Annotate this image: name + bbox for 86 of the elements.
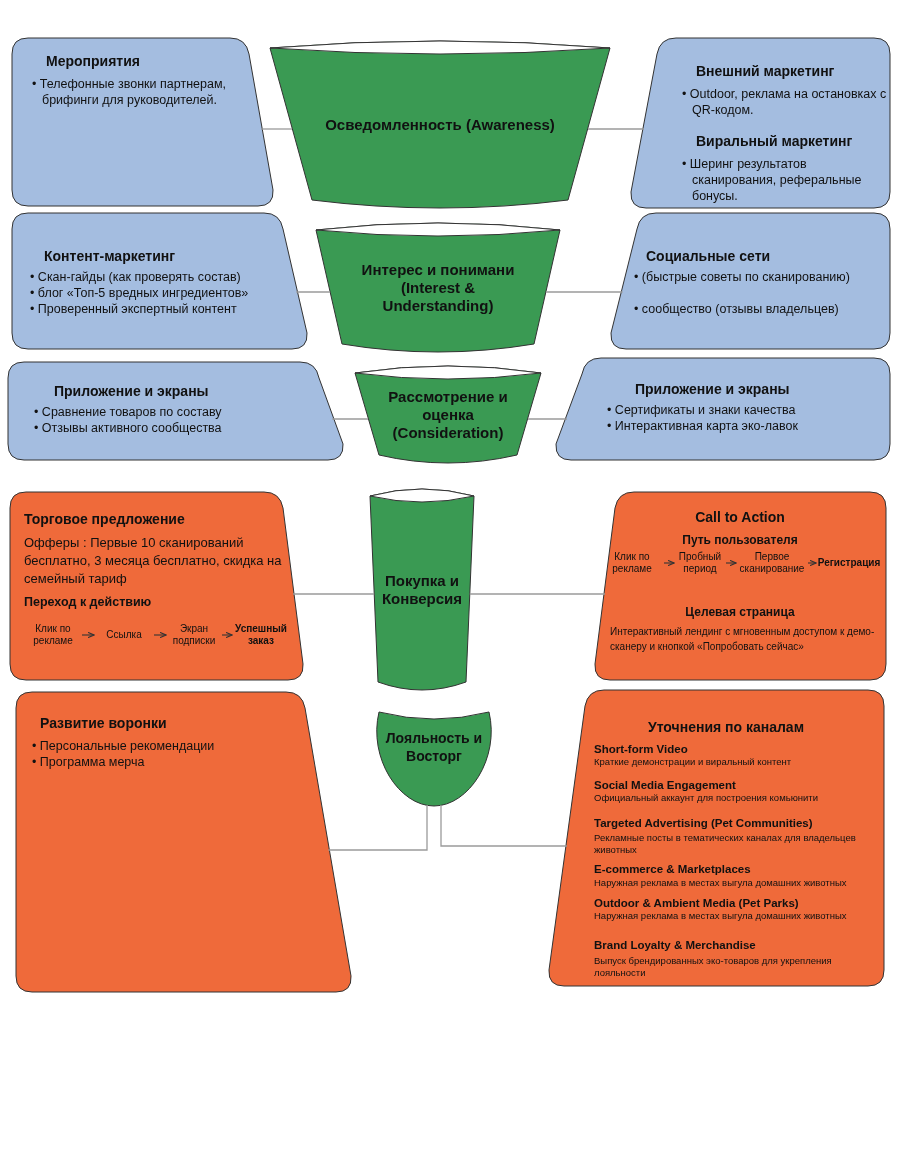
funnel-stage <box>370 488 474 692</box>
bullet-item: • Проверенный экспертный контент <box>30 301 238 317</box>
flow-step: Ссылка <box>94 620 154 650</box>
connector-line <box>295 291 331 293</box>
subheading: Переход к действию <box>24 594 153 610</box>
bullet-item: • сообщество (отзывы владельцев) <box>634 301 840 317</box>
card-heading: Виральный маркетинг <box>696 132 854 150</box>
paragraph: Интерактивный лендинг с мгновенным доступом к демо-сканеру и кнопкой «Попробовать сейчас» <box>610 625 876 654</box>
subheading: Целевая страница <box>684 604 796 620</box>
channel-title: Outdoor & Ambient Media (Pet Parks) <box>594 896 800 910</box>
stage-label: Интерес и понимани (Interest & Understanding) <box>360 261 516 315</box>
channel-description: Рекламные посты в тематических каналах для владельцев животных <box>594 832 857 856</box>
channel-title: Social Media Engagement <box>594 778 737 792</box>
info-card <box>555 358 890 460</box>
flow-step: Успешный заказ <box>232 620 290 650</box>
card-heading: Торговое предложение <box>24 510 186 528</box>
connector-line <box>469 593 606 595</box>
info-card <box>8 362 344 460</box>
funnel-stage <box>355 365 541 465</box>
subheading: Путь пользователя <box>681 532 799 548</box>
bullet-item: • Сравнение товаров по составу <box>34 404 223 420</box>
channel-title: E-commerce & Marketplaces <box>594 862 752 876</box>
bullet-item: • Шеринг результатов сканирования, реферальные бонусы. <box>682 156 863 204</box>
info-card <box>10 492 304 680</box>
bullet-item: • Outdoor, реклама на остановках с QR-кодом. <box>682 86 888 118</box>
card-heading: Внешний маркетинг <box>696 62 836 80</box>
info-card <box>16 692 352 992</box>
bullet-item: • Телефонные звонки партнерам, брифинги для руководителей. <box>32 76 227 108</box>
arrow <box>153 631 167 639</box>
arrow <box>81 631 95 639</box>
channel-description: Официальный аккаунт для построения комьюнити <box>594 792 819 804</box>
flow-step: Клик по рекламе <box>24 620 82 650</box>
flow-step: Пробный период <box>674 548 726 578</box>
connector-line <box>331 418 369 420</box>
arrow <box>663 559 675 567</box>
loyalty-bowl <box>376 708 492 806</box>
channel-description: Краткие демонстрации и виральный контент <box>594 756 793 768</box>
flow-step: Первое сканирование <box>736 548 808 578</box>
stage-label: Осведомленность (Awareness) <box>324 116 556 134</box>
connector-line <box>260 128 293 130</box>
flow-step: Регистрация <box>816 548 882 578</box>
connector-line <box>527 418 568 420</box>
card-heading: Социальные сети <box>646 247 772 265</box>
connector-line <box>292 593 375 595</box>
info-card <box>594 492 886 680</box>
card-heading: Уточнения по каналам <box>646 718 805 736</box>
card-heading: Развитие воронки <box>40 714 168 732</box>
info-card <box>548 690 884 986</box>
info-card <box>630 38 890 208</box>
card-heading: Call to Action <box>694 508 786 526</box>
info-card <box>12 38 274 206</box>
channel-description: Выпуск брендированных эко-товаров для укрепления лояльности <box>594 955 833 979</box>
channel-description: Наружная реклама в местах выгула домашних животных <box>594 910 848 922</box>
bullet-item: • (быстрые советы по сканированию) <box>634 269 851 285</box>
arrow <box>807 559 817 567</box>
arrow <box>725 559 737 567</box>
channel-title: Short-form Video <box>594 742 689 756</box>
funnel-stage <box>316 222 560 354</box>
connector-line <box>440 804 568 847</box>
channel-description: Наружная реклама в местах выгула домашних животных <box>594 877 848 889</box>
info-card <box>610 213 890 349</box>
connector-line <box>327 804 428 851</box>
bullet-item: • Интерактивная карта эко-лавок <box>607 418 799 434</box>
card-heading: Мероприятия <box>46 52 141 70</box>
arrow <box>221 631 233 639</box>
info-card <box>12 213 308 349</box>
channel-title: Targeted Advertising (Pet Communities) <box>594 816 814 830</box>
bullet-item: • блог «Топ-5 вредных ингредиентов» <box>30 285 250 301</box>
flow-step: Экран подписки <box>166 620 222 650</box>
bullet-item: • Отзывы активного сообщества <box>34 420 223 436</box>
card-heading: Приложение и экраны <box>635 380 791 398</box>
bullet-item: • Программа мерча <box>32 754 146 770</box>
stage-label: Рассмотрение и оценка (Consideration) <box>387 388 509 442</box>
bullet-item: • Персональные рекомендации <box>32 738 216 754</box>
stage-label: Лояльность и Восторг <box>384 729 484 765</box>
card-heading: Контент-маркетинг <box>44 247 177 265</box>
channel-title: Brand Loyalty & Merchandise <box>594 938 757 952</box>
flow-step: Клик по рекламе <box>600 548 664 578</box>
bullet-item: • Сертификаты и знаки качества <box>607 402 797 418</box>
paragraph: Офферы : Первые 10 сканирований бесплатно, 3 месяца бесплатно, скидка на семейный тариф <box>24 534 283 588</box>
funnel-stage <box>270 40 610 210</box>
connector-line <box>545 291 624 293</box>
connector-line <box>587 128 645 130</box>
bullet-item: • Скан-гайды (как проверять состав) <box>30 269 242 285</box>
card-heading: Приложение и экраны <box>54 382 210 400</box>
stage-label: Покупка и Конверсия <box>380 572 464 608</box>
